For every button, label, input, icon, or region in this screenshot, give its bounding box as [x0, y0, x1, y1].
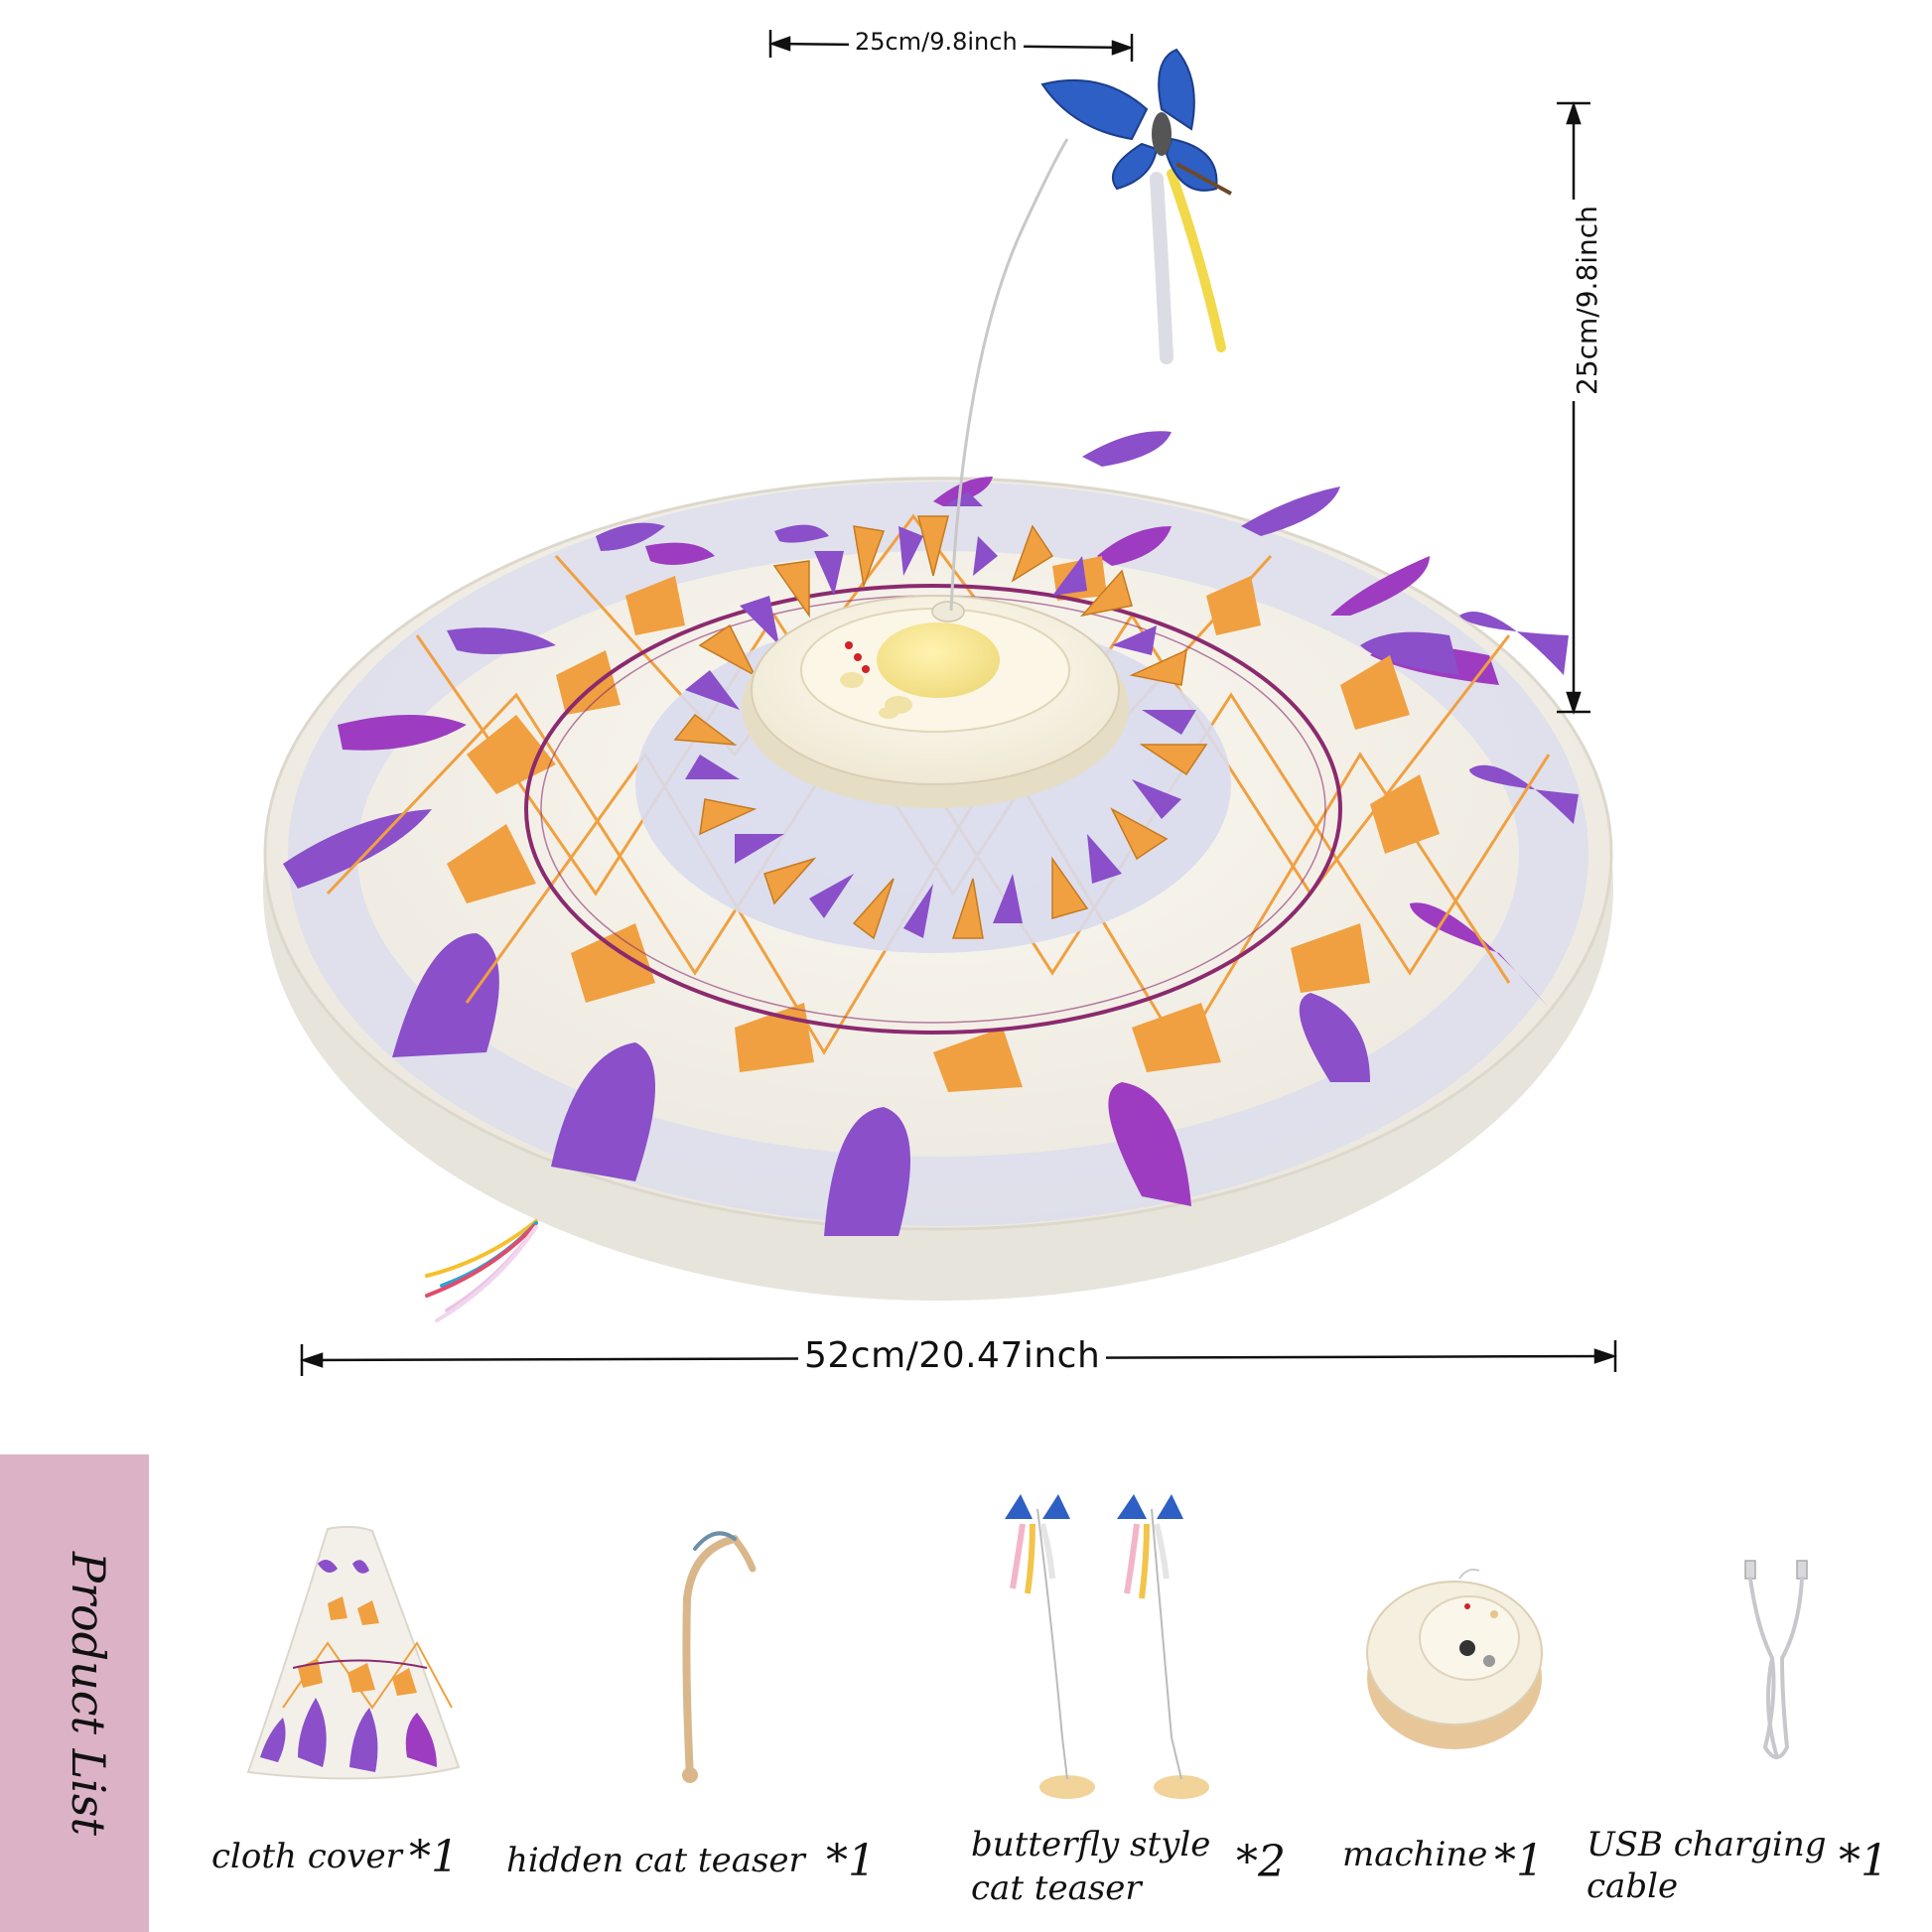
product-list-images: [246, 1494, 1808, 1799]
product-drawing: [263, 48, 1613, 1322]
item-label-cloth-cover: cloth cover: [211, 1837, 402, 1876]
machine-dome: [742, 595, 1129, 808]
machine-image: [1366, 1569, 1543, 1749]
height-dimension-label: 25cm/9.8inch: [1571, 200, 1603, 401]
hidden-cat-teaser-image: [682, 1531, 757, 1783]
diameter-dimension-label: 52cm/20.47inch: [798, 1335, 1107, 1376]
butterfly-toy: [1040, 48, 1232, 364]
item-qty-cloth-cover: *1: [409, 1832, 459, 1882]
item-qty-machine: *1: [1494, 1836, 1544, 1886]
usb-cable-image: [1744, 1560, 1808, 1759]
item-qty-butterfly-teaser: *2: [1236, 1837, 1286, 1887]
item-label-usb-cable-line1: USB charging: [1587, 1825, 1827, 1864]
magenta-ring: [524, 584, 1342, 1035]
item-label-butterfly-teaser-line2: cat teaser: [971, 1868, 1142, 1908]
butterfly-teaser-image-1: [1005, 1494, 1095, 1799]
item-qty-usb-cable: *1: [1839, 1836, 1888, 1886]
item-label-butterfly-teaser-line1: butterfly style: [971, 1825, 1211, 1864]
item-label-machine: machine: [1342, 1835, 1488, 1874]
item-qty-hidden-cat-teaser: *1: [826, 1836, 876, 1886]
item-label-usb-cable-line2: cable: [1587, 1866, 1679, 1906]
teaser-wire: [949, 138, 1069, 612]
butterfly-teaser-image-2: [1117, 1494, 1209, 1799]
outer-purple-petals: [283, 431, 1579, 1236]
ribbon-teaser: [425, 1219, 538, 1322]
cloth-cover-image: [246, 1525, 461, 1780]
product-illustration: [263, 48, 1613, 1322]
width-dimension-label: 25cm/9.8inch: [849, 28, 1024, 56]
center-petals: [673, 515, 1208, 940]
teaser-hole: [877, 622, 1000, 698]
dimension-arrows: [300, 30, 1617, 1376]
product-list-tab: [0, 1454, 149, 1932]
item-label-hidden-cat-teaser: hidden cat teaser: [506, 1841, 805, 1880]
